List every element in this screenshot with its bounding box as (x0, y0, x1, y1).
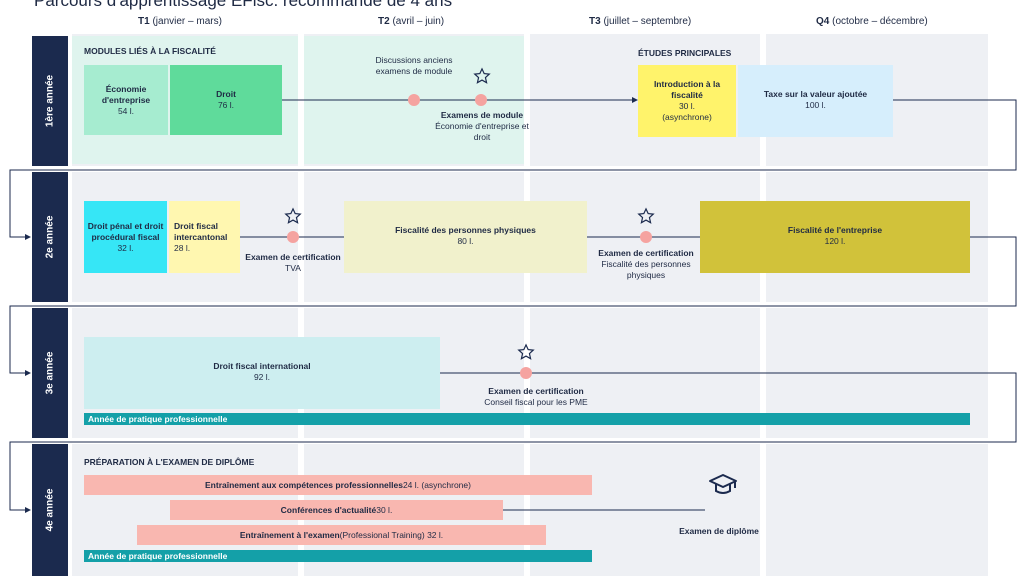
star-icon (517, 343, 535, 360)
course-detail: (Professional Training) 32 l. (339, 530, 444, 540)
course-hours: 30 l. (678, 101, 696, 111)
course-hours: 32 l. (117, 242, 134, 253)
course-title: Droit fiscal intercantonal (174, 220, 228, 242)
row-separator (72, 166, 988, 172)
course-hours: 92 l. (253, 372, 271, 382)
cert-sub: Conseil fiscal pour les PME (484, 397, 588, 407)
milestone-dot (520, 367, 532, 379)
module-hours: 54 l. (117, 105, 135, 116)
cert-title: Examen de certification (488, 386, 584, 396)
quarter-header-t1: T1 (janvier – mars) (138, 16, 222, 27)
course-competences: Entraînement aux compétences professionn… (84, 475, 592, 495)
milestone-dot (475, 94, 487, 106)
course-title: Droit pénal et droit procédural fiscal (87, 220, 164, 242)
course-title: Taxe sur la valeur ajoutée (763, 89, 868, 99)
star-icon (284, 207, 302, 224)
row-separator (72, 438, 988, 444)
course-personnes-physiques: Fiscalité des personnes physiques 80 l. (344, 201, 587, 273)
quarter-header-t2: T2 (avril – juin) (378, 16, 444, 27)
certification-pp-label: Examen de certification Fiscalité des pe… (598, 248, 694, 281)
year-bar-4: 4e année (32, 444, 68, 576)
milestone-dot (287, 231, 299, 243)
practice-year-bar: Année de pratique professionnelle (84, 550, 592, 562)
section-diplome-label: PRÉPARATION À L'EXAMEN DE DIPLÔME (84, 457, 255, 467)
course-detail: 30 l. (376, 505, 393, 515)
course-title: Entraînement à l'examen (239, 530, 340, 540)
course-tva: Taxe sur la valeur ajoutée 100 l. (738, 65, 893, 137)
course-hours: 120 l. (824, 236, 846, 246)
quarter-range: (juillet – septembre) (603, 16, 692, 27)
course-entreprise: Fiscalité de l'entreprise 120 l. (700, 201, 970, 273)
row-separator (72, 302, 988, 308)
course-title: Introduction à la fiscalité (653, 79, 721, 100)
course-title: Fiscalité des personnes physiques (395, 225, 536, 235)
graduation-cap-icon (709, 474, 737, 494)
course-title: Droit fiscal international (213, 361, 311, 371)
cert-title: Examen de certification (598, 248, 694, 258)
course-title: Conférences d'actualité (280, 505, 377, 515)
course-note: (asynchrone) (662, 112, 712, 122)
quarter-range: (avril – juin) (392, 16, 445, 27)
course-entrainement: Entraînement à l'examen (Professional Tr… (137, 525, 546, 545)
course-intro-fiscalite: Introduction à la fiscalité 30 l. (async… (638, 65, 736, 137)
diploma-exam-label: Examen de diplôme (664, 526, 774, 537)
year-bar-1: 1ère année (32, 36, 68, 166)
course-title: Fiscalité de l'entreprise (787, 225, 883, 235)
course-intercantonal: Droit fiscal intercantonal 28 l. (169, 201, 240, 273)
course-hours: 28 l. (174, 242, 191, 253)
module-exam-label: Examens de module Économie d'entreprise … (426, 110, 538, 143)
course-international: Droit fiscal international 92 l. (84, 337, 440, 409)
quarter-header-q4: Q4 (octobre – décembre) (816, 16, 928, 27)
diploma-exam-title: Examen de diplôme (679, 526, 759, 536)
course-droit-penal: Droit pénal et droit procédural fiscal 3… (84, 201, 167, 273)
quarter-range: (octobre – décembre) (832, 16, 928, 27)
star-icon (473, 67, 491, 84)
module-droit: Droit 76 l. (170, 65, 282, 135)
course-title: Entraînement aux compétences professionn… (205, 480, 403, 490)
course-hours: 80 l. (457, 236, 474, 246)
quarter-range: (janvier – mars) (152, 16, 222, 27)
quarter-label: T3 (589, 16, 601, 27)
cert-sub: Fiscalité des personnes physiques (601, 259, 691, 280)
module-hours: 76 l. (217, 100, 235, 110)
cert-sub: TVA (285, 263, 301, 273)
quarter-header-t3: T3 (juillet – septembre) (589, 16, 691, 27)
module-economie: Économie d'entreprise 54 l. (84, 65, 168, 135)
quarter-label: Q4 (816, 16, 830, 27)
practice-year-bar: Année de pratique professionnelle (84, 413, 970, 425)
cert-title: Examen de certification (245, 252, 341, 262)
certification-tva-label: Examen de certification TVA (244, 252, 342, 274)
course-hours: 100 l. (805, 100, 826, 110)
module-title: Droit (216, 89, 236, 99)
milestone-dot (408, 94, 420, 106)
module-exam-title: Examens de module (440, 110, 524, 120)
milestone-dot (640, 231, 652, 243)
section-etudes-label: ÉTUDES PRINCIPALES (638, 48, 732, 58)
quarter-label: T2 (378, 16, 390, 27)
star-icon (637, 207, 655, 224)
module-exam-sub: Économie d'entreprise et droit (435, 121, 529, 142)
course-conferences: Conférences d'actualité 30 l. (170, 500, 503, 520)
year-bar-3: 3e année (32, 308, 68, 438)
course-detail: 24 l. (asynchrone) (402, 480, 471, 490)
page-title: Parcours d'apprentissage EFisc. recomman… (34, 0, 453, 10)
certification-pme-label: Examen de certification Conseil fiscal p… (466, 386, 606, 408)
discussions-label: Discussions anciens examens de module (375, 55, 453, 76)
module-title: Économie d'entreprise (101, 83, 151, 105)
year-bar-2: 2e année (32, 172, 68, 302)
quarter-label: T1 (138, 16, 150, 27)
section-modules-label: MODULES LIÉS À LA FISCALITÉ (84, 46, 216, 56)
